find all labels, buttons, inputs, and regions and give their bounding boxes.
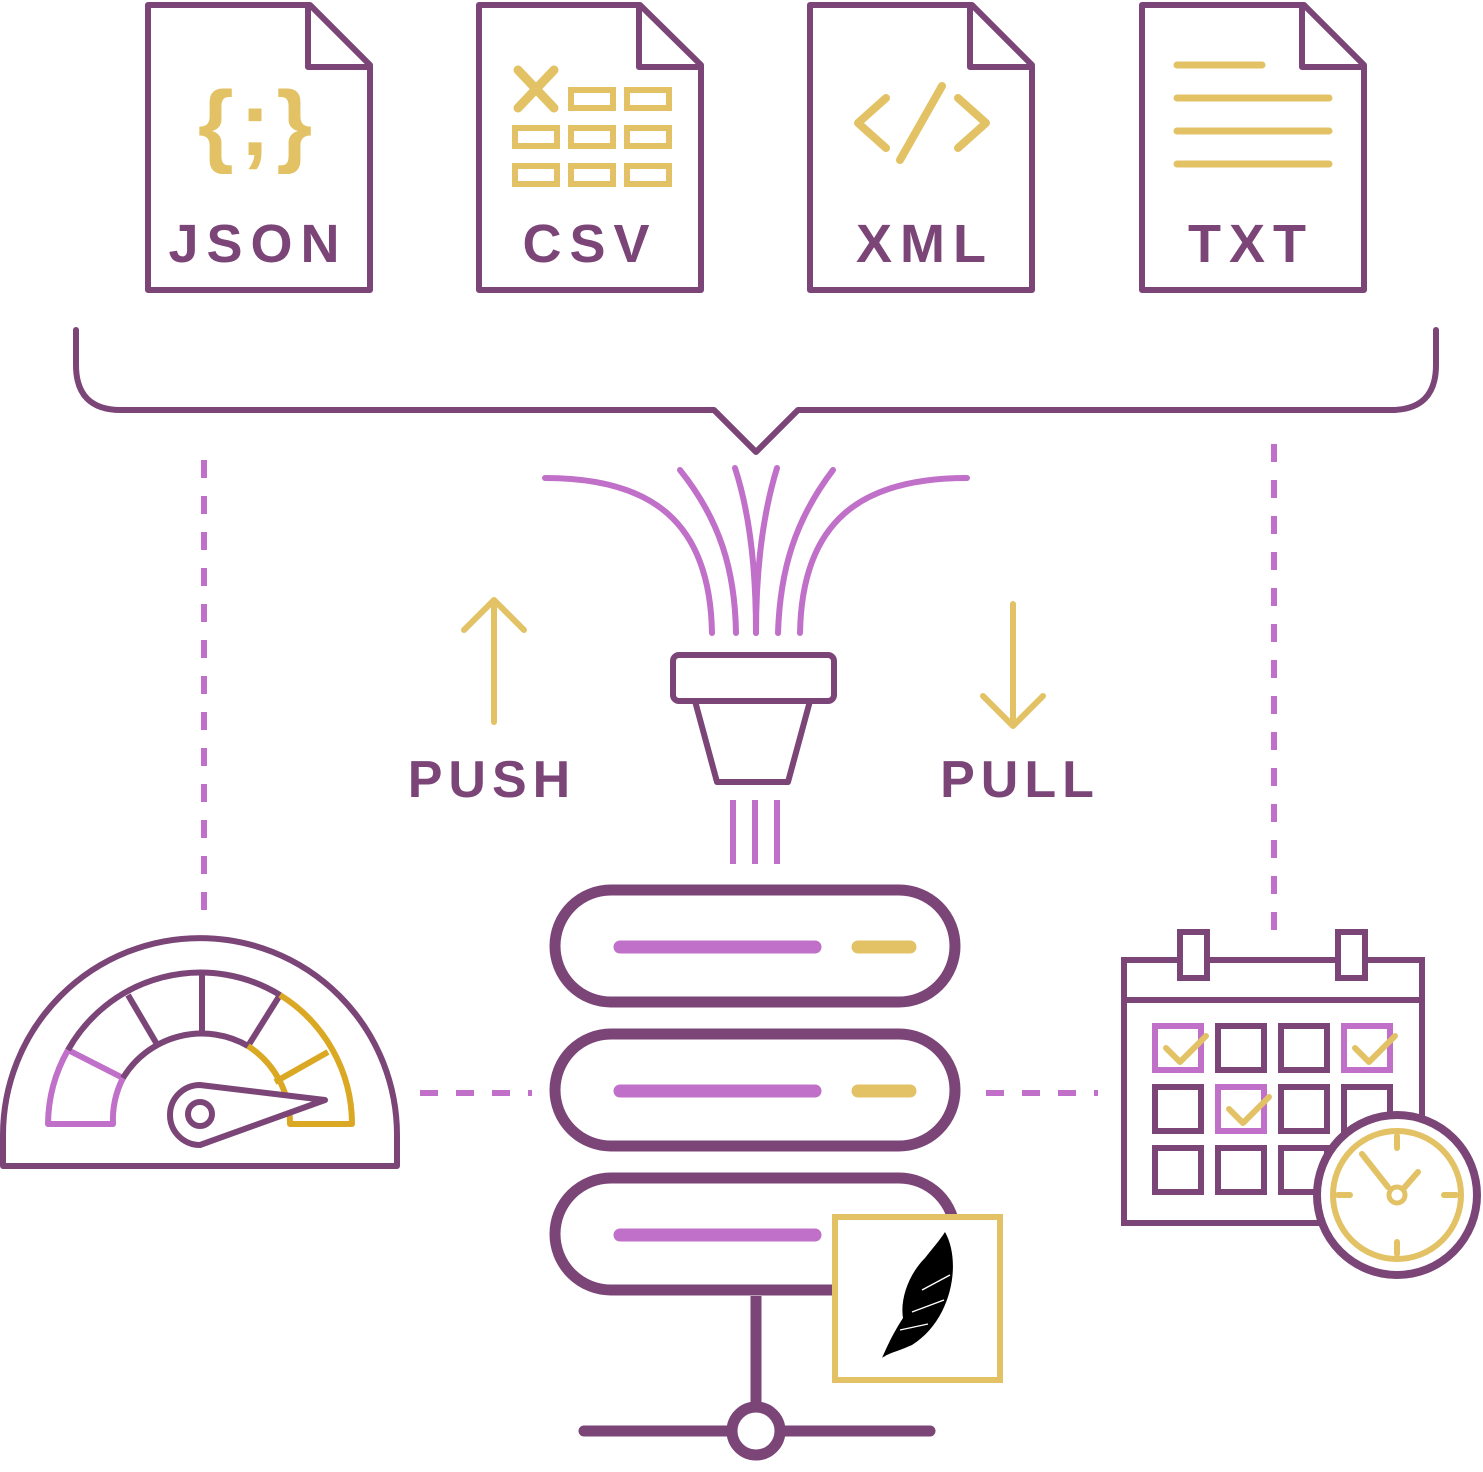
feather-badge [832, 1214, 1003, 1383]
file-label-xml: XML [856, 214, 994, 274]
funnel-output-lines [730, 800, 780, 864]
json-braces-icon: {;} [198, 73, 318, 175]
server-stack-icon [549, 884, 961, 1461]
push-label: PUSH [408, 751, 576, 809]
grouping-brace [73, 327, 1439, 455]
feather-icon [882, 1232, 953, 1358]
pull-label: PULL [940, 751, 1100, 809]
push-arrow [461, 597, 527, 725]
speedometer-icon [0, 935, 400, 1169]
pull-arrow [980, 601, 1046, 729]
file-label-txt: TXT [1188, 214, 1314, 274]
file-txt: TXT [1139, 2, 1367, 293]
file-csv: CSV [476, 2, 704, 293]
file-json: {;} JSON [145, 2, 373, 293]
dashed-connectors [201, 444, 1277, 1096]
calendar-icon [1121, 929, 1425, 1226]
server-unit-2 [549, 1028, 961, 1152]
code-tag-icon [854, 82, 990, 164]
spreadsheet-grid-icon [512, 65, 672, 187]
clock-icon [1313, 1111, 1481, 1279]
funnel-icon [670, 652, 837, 785]
file-xml: XML [807, 2, 1035, 293]
network-node [726, 1401, 786, 1461]
server-unit-1 [549, 884, 961, 1008]
data-streams [542, 465, 970, 636]
text-lines-icon [1173, 61, 1333, 168]
file-label-json: JSON [168, 214, 347, 274]
file-label-csv: CSV [522, 214, 657, 274]
